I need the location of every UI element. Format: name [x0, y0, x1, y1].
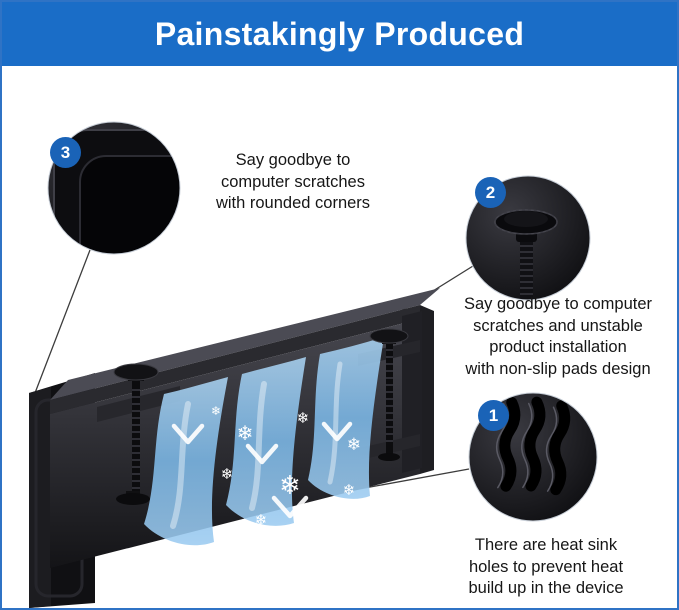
callout-badge-3: 3 — [50, 137, 81, 168]
callout-text-line: holes to prevent heat — [468, 557, 624, 576]
snowflake-icon: ❄ — [297, 409, 310, 427]
callout-text-line: There are heat sink — [474, 536, 618, 554]
callout-text-line: Say goodbye to computer — [463, 295, 653, 313]
callout-badge-1: 1 — [478, 400, 509, 431]
callout-text-non-slip-pads: Say goodbye to computer scratches and un… — [443, 294, 673, 380]
down-arrow-icon — [171, 423, 205, 445]
callout-text-line: computer scratches — [221, 172, 365, 191]
airflow-graphic: ❄ ❄ ❄ ❄ ❄ ❄ ❄ ❄ ❄ ❄ — [144, 337, 384, 546]
snowflake-icon: ❄ — [211, 404, 221, 418]
callout-text-line: product installation — [489, 338, 627, 356]
airflow-arrows — [171, 421, 353, 519]
right-screw-knob — [369, 328, 409, 344]
banner-title: Painstakingly Produced — [154, 15, 525, 52]
left-screw-knob — [113, 363, 159, 381]
snowflake-icon: ❄ — [347, 435, 361, 455]
banner: Painstakingly Produced — [2, 2, 677, 66]
callout-text-line: build up in the device — [468, 579, 624, 597]
right-screw-rod — [386, 342, 393, 454]
down-arrow-icon — [321, 421, 353, 442]
snowflake-icon: ❄ — [279, 471, 301, 501]
callout-text-line: with non-slip pads design — [465, 359, 651, 378]
callout-text-heat-sink: There are heat sink holes to prevent hea… — [441, 535, 651, 600]
callout-photo-screw — [466, 176, 590, 300]
snowflake-icon: ❄ — [221, 465, 234, 483]
callout-badge-2: 2 — [475, 177, 506, 208]
clamp-screws — [113, 328, 409, 505]
snowflake-icon: ❄ — [237, 421, 254, 445]
snowflake-icon: ❄ — [255, 511, 268, 529]
snowflake-icon: ❄ — [368, 503, 379, 518]
connector-line-3 — [34, 249, 91, 394]
snowflake-icons: ❄ ❄ ❄ ❄ ❄ ❄ ❄ ❄ ❄ ❄ — [211, 404, 378, 537]
down-arrow-icon — [245, 443, 279, 465]
callout-text-line: with rounded corners — [215, 194, 371, 212]
snowflake-icon: ❄ — [343, 481, 356, 499]
callout-text-line: scratches and unstable — [473, 316, 643, 335]
callout-text-line: Say goodbye to — [235, 151, 351, 169]
snowflake-icon: ❄ — [313, 515, 329, 537]
callout-text-rounded-corners: Say goodbye to computer scratches with r… — [188, 150, 398, 215]
down-arrow-icon — [271, 495, 309, 519]
left-screw-rod — [132, 378, 140, 496]
